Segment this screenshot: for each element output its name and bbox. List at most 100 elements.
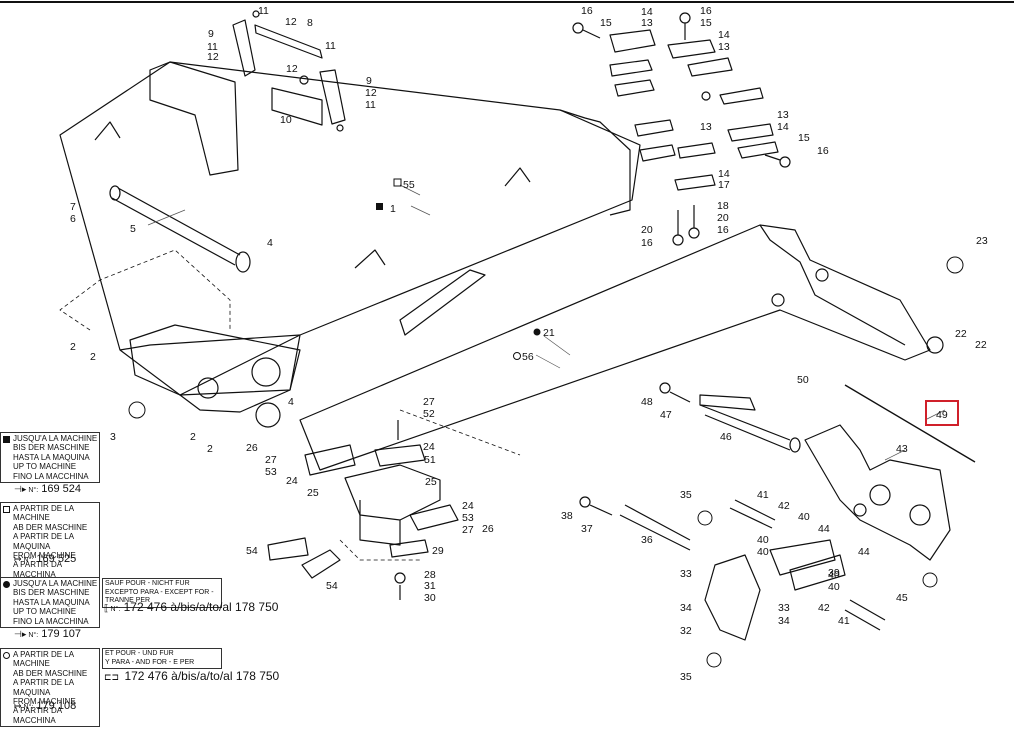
range-icon: ⊏⊐ <box>104 672 120 682</box>
callout-16: 16 <box>817 145 829 157</box>
callout-4: 4 <box>267 237 273 249</box>
variant-mark-open-dot <box>513 352 521 360</box>
callout-53: 53 <box>265 466 277 478</box>
callout-2: 2 <box>90 351 96 363</box>
callout-11: 11 <box>258 5 269 17</box>
callout-9: 9 <box>208 28 214 40</box>
serial-179107: ⊣▸N°: 179 107 <box>14 628 81 640</box>
callout-10: 10 <box>280 114 292 126</box>
callout-16: 16 <box>700 5 712 17</box>
callout-40: 40 <box>828 569 840 581</box>
callout-21: 21 <box>543 327 555 339</box>
callout-24: 24 <box>462 500 474 512</box>
callout-11: 11 <box>365 99 376 111</box>
callout-11: 11 <box>207 41 218 53</box>
callout-1: 1 <box>390 203 396 215</box>
exception-box-except-for: SAUF POUR - NICHT FUR EXCEPTO PARA - EXC… <box>102 578 222 608</box>
boom-end-bracket <box>149 61 239 176</box>
legend-from-169525: A PARTIR DE LA MACHINE AB DER MASCHINE A… <box>0 502 100 582</box>
callout-26: 26 <box>246 442 258 454</box>
callout-13: 13 <box>641 17 653 29</box>
callout-36: 36 <box>641 534 653 546</box>
callout-15: 15 <box>600 17 612 29</box>
callout-16: 16 <box>641 237 653 249</box>
highlight-box-49 <box>925 400 959 426</box>
callout-46: 46 <box>720 431 732 443</box>
callout-12: 12 <box>365 87 377 99</box>
callout-35: 35 <box>680 489 692 501</box>
callout-42: 42 <box>818 602 830 614</box>
callout-33: 33 <box>680 568 692 580</box>
callout-2: 2 <box>70 341 76 353</box>
callout-44: 44 <box>858 546 870 558</box>
callout-56: 56 <box>522 351 534 363</box>
arrow-icon: ⊣▸ <box>14 629 27 639</box>
variant-mark-filled-dot <box>533 328 541 336</box>
callout-47: 47 <box>660 409 672 421</box>
callout-20: 20 <box>717 212 729 224</box>
callout-44: 44 <box>818 523 830 535</box>
callout-31: 31 <box>424 580 436 592</box>
bucket-hitch <box>804 424 951 561</box>
callout-54: 54 <box>246 545 258 557</box>
callout-16: 16 <box>581 5 593 17</box>
callout-8: 8 <box>307 17 313 29</box>
callout-28: 28 <box>424 569 436 581</box>
callout-5: 5 <box>130 223 136 235</box>
callout-40: 40 <box>828 581 840 593</box>
variant-mark-filled-square <box>376 203 383 210</box>
filled-dot-icon <box>3 581 10 588</box>
filled-square-icon <box>3 436 10 443</box>
exception-range-2: ⊏⊐ 172 476 à/bis/a/to/al 178 750 <box>104 669 280 683</box>
callout-7: 7 <box>70 201 76 213</box>
callout-33: 33 <box>778 602 790 614</box>
callout-43: 43 <box>896 443 908 455</box>
pin-5 <box>111 187 241 266</box>
callout-12: 12 <box>207 51 219 63</box>
callout-27: 27 <box>265 454 277 466</box>
callout-42: 42 <box>778 500 790 512</box>
legend-up-to-179107: JUSQU'A LA MACHINE BIS DER MASCHINE HAST… <box>0 577 100 629</box>
callout-9: 9 <box>366 75 372 87</box>
serial-169524: ⊣▸N°: 169 524 <box>14 483 81 495</box>
right-dipper-arm <box>299 224 931 471</box>
callout-25: 25 <box>425 476 437 488</box>
boom-slot <box>399 269 486 336</box>
callout-20: 20 <box>641 224 653 236</box>
callout-41: 41 <box>757 489 769 501</box>
callout-18: 18 <box>717 200 729 212</box>
callout-11: 11 <box>325 40 336 52</box>
callout-51: 51 <box>424 454 436 466</box>
callout-54: 54 <box>326 580 338 592</box>
callout-40: 40 <box>757 546 769 558</box>
callout-38: 38 <box>561 510 573 522</box>
callout-34: 34 <box>680 602 692 614</box>
callout-45: 45 <box>896 592 908 604</box>
callout-13: 13 <box>718 41 730 53</box>
callout-6: 6 <box>70 213 76 225</box>
callout-14: 14 <box>777 121 789 133</box>
callout-52: 52 <box>423 408 435 420</box>
callout-29: 29 <box>432 545 444 557</box>
callout-4: 4 <box>288 396 294 408</box>
callout-35: 35 <box>680 671 692 683</box>
arrow-icon: ↦ <box>14 701 22 711</box>
callout-26: 26 <box>482 523 494 535</box>
serial-169525: ↦N°: 169 525 <box>14 553 77 565</box>
callout-24: 24 <box>286 475 298 487</box>
callout-24: 24 <box>423 441 435 453</box>
callout-16: 16 <box>717 224 729 236</box>
callout-3: 3 <box>110 431 116 443</box>
callout-41: 41 <box>838 615 850 627</box>
range-icon: ⟦ <box>104 603 109 613</box>
serial-179108: ↦N°: 179 108 <box>14 700 77 712</box>
callout-2: 2 <box>190 431 196 443</box>
callout-14: 14 <box>718 168 730 180</box>
callout-13: 13 <box>777 109 789 121</box>
callout-15: 15 <box>798 132 810 144</box>
callout-2: 2 <box>207 443 213 455</box>
callout-39: 39 <box>828 567 840 579</box>
exception-box-and-for: ET POUR - UND FUR Y PARA - AND FOR - E P… <box>102 648 222 669</box>
exception-range-1: ⟦N°: 172 476 à/bis/a/to/al 178 750 <box>104 600 279 614</box>
